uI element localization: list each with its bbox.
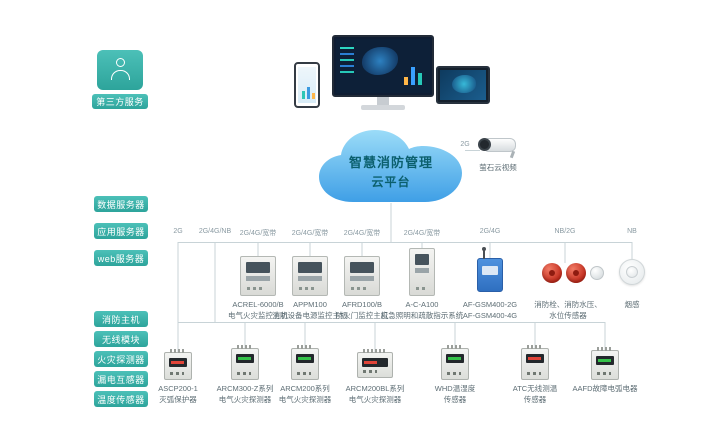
cloud-title: 智慧消防管理 云平台 xyxy=(315,152,467,190)
dashboard-screen xyxy=(336,39,430,93)
sidebar-label-app-server: 应用服务器 xyxy=(94,223,148,239)
whd-device-icon xyxy=(441,345,469,380)
connection-label-0: 2G xyxy=(173,228,183,235)
camera-connection-label: 2G xyxy=(460,141,470,148)
water-pressure-sensor-icon xyxy=(566,263,586,283)
sidebar-label-leakage-transformer: 漏电互感器 xyxy=(94,371,148,387)
atc-device-icon xyxy=(521,345,549,380)
connection-label-3: 2G/4G/宽带 xyxy=(291,230,329,237)
cloud-title-line2: 云平台 xyxy=(371,175,411,189)
tablet-screen xyxy=(440,70,486,100)
acrel-6000-host-icon xyxy=(240,256,276,296)
cloud-icon xyxy=(319,130,462,202)
sidebar-label-wireless-module: 无线模块 xyxy=(94,331,148,347)
device-label-atc: ATC无线测温 传感器 xyxy=(512,384,558,404)
device-label-arcm200: ARCM200系列 电气火灾探测器 xyxy=(278,384,332,404)
sidebar-label-fire-detector: 火灾探测器 xyxy=(94,351,148,367)
hydrant-sensor-icon xyxy=(542,263,562,283)
device-label-arcm200bl: ARCM200BL系列 电气火灾探测器 xyxy=(345,384,405,404)
connection-label-7: NB/2G xyxy=(554,228,576,235)
monitor-base xyxy=(361,105,405,110)
phone-screen xyxy=(298,67,316,103)
camera-mount xyxy=(509,150,516,159)
arcm300z-device-icon xyxy=(231,345,259,380)
device-label-arcm300z: ARCM300-Z系列 电气火灾探测器 xyxy=(216,384,274,404)
device-label-aafd: AAFD故障电弧电器 xyxy=(572,384,638,393)
monitor-stand xyxy=(377,97,389,105)
connection-label-4: 2G/4G/宽带 xyxy=(343,230,381,237)
third-party-person-icon xyxy=(97,50,143,90)
device-label-hydrant-sensors: 消防栓、消防水压、 水位传感器 xyxy=(534,300,602,320)
camera-lens xyxy=(478,138,491,151)
arcm200-device-icon xyxy=(291,345,319,380)
device-label-smoke-detector: 烟感 xyxy=(624,300,640,309)
gsm-gateway-icon xyxy=(477,247,503,292)
arcm200bl-device-icon xyxy=(357,349,393,378)
sidebar-label-temperature-sensor: 温度传感器 xyxy=(94,391,148,407)
smoke-detector-icon xyxy=(619,259,645,285)
sidebar-label-third-party: 第三方服务 xyxy=(92,94,148,109)
camera-icon xyxy=(478,136,518,160)
device-label-ascp200: ASCP200-1 灭弧保护器 xyxy=(158,384,198,404)
connection-label-6: 2G/4G xyxy=(479,228,501,235)
phone-icon xyxy=(294,62,320,108)
ascp200-device-icon xyxy=(164,349,192,380)
cloud-title-line1: 智慧消防管理 xyxy=(348,155,433,170)
afrd100-host-icon xyxy=(344,256,380,296)
connection-label-1: 2G/4G/NB xyxy=(198,228,232,235)
device-label-afrd100: AFRD100/B 防火门监控主机 xyxy=(335,300,389,320)
device-label-whd: WHD温湿度 传感器 xyxy=(434,384,476,404)
camera-label: 萤石云视频 xyxy=(479,163,517,172)
device-label-appm100: APPM100 消防设备电源监控主机 xyxy=(272,300,348,320)
tablet-icon xyxy=(436,66,490,104)
sidebar-label-fire-host: 消防主机 xyxy=(94,311,148,327)
person-head-icon xyxy=(115,58,125,67)
water-level-sensor-icon xyxy=(590,266,604,280)
person-body-icon xyxy=(110,70,130,80)
device-label-aca100: A-C-A100 应急照明和疏散指示系统 xyxy=(380,300,464,320)
connection-label-8: NB xyxy=(627,228,637,235)
sidebar-label-data-server: 数据服务器 xyxy=(94,196,148,212)
device-label-gsm-gateway: AF-GSM400-2G AF-GSM400-4G xyxy=(462,300,518,320)
aca100-cabinet-icon xyxy=(409,248,435,296)
connection-label-2: 2G/4G/宽带 xyxy=(239,230,277,237)
cloud-platform: 智慧消防管理 云平台 xyxy=(315,124,467,206)
appm100-host-icon xyxy=(292,256,328,296)
sidebar-label-web-server: web服务器 xyxy=(94,250,148,266)
aafd-device-icon xyxy=(591,347,619,380)
device-label-acrel-6000: ACREL-6000/B 电气火灾监控主机 xyxy=(228,300,288,320)
monitor-icon xyxy=(332,35,434,97)
connection-label-5: 2G/4G/宽带 xyxy=(403,230,441,237)
